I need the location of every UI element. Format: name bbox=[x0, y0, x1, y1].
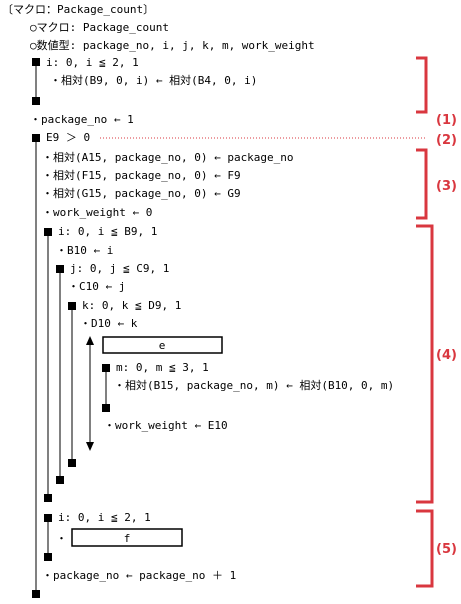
stmt-set-a15: ・相対(A15, package_no, 0) ← package_no bbox=[42, 150, 294, 164]
loop1-start-marker bbox=[32, 58, 40, 66]
bracket-1 bbox=[416, 56, 428, 114]
loop-j-condition: j: 0, j ≦ C9, 1 bbox=[70, 262, 169, 275]
stmt-set-f15: ・相対(F15, package_no, 0) ← F9 bbox=[42, 168, 241, 182]
loop5-end-marker bbox=[44, 553, 52, 561]
macro-title: 〔マクロ：Package_count〕 bbox=[2, 3, 154, 16]
blank-e-label: e bbox=[159, 339, 166, 352]
loop-m-condition: m: 0, m ≦ 3, 1 bbox=[116, 361, 209, 374]
loop-j-end-marker bbox=[56, 476, 64, 484]
bracket-5 bbox=[416, 509, 434, 588]
stmt-c10: ・C10 ← j bbox=[68, 280, 125, 293]
loop-m-end-marker bbox=[102, 404, 110, 412]
blank-f-label: f bbox=[124, 532, 131, 545]
label-1: (1) bbox=[436, 113, 457, 128]
bracket-3 bbox=[416, 148, 428, 220]
loop1-condition: i: 0, i ≦ 2, 1 bbox=[46, 56, 139, 69]
label-2: (2) bbox=[436, 133, 457, 148]
stmt-copy-b9: ・相対(B9, 0, i) ← 相対(B4, 0, i) bbox=[50, 73, 257, 87]
loop-m-start-marker bbox=[102, 364, 110, 372]
stmt-package-no-increment: ・package_no ← package_no ＋ 1 bbox=[42, 569, 236, 582]
loop5-start-marker bbox=[44, 514, 52, 522]
stmt-work-weight-init: ・work_weight ← 0 bbox=[42, 206, 152, 219]
loop-k-start-marker bbox=[68, 302, 76, 310]
stmt-b10: ・B10 ← i bbox=[56, 244, 113, 257]
loop-i-end-marker bbox=[44, 494, 52, 502]
blank-f-box bbox=[71, 528, 183, 547]
macro-name-line: ○マクロ: Package_count bbox=[30, 21, 169, 34]
bracket-4 bbox=[416, 224, 434, 504]
stmt-work-weight-e10: ・work_weight ← E10 bbox=[104, 419, 228, 432]
stmt-copy-b15: ・相対(B15, package_no, m) ← 相対(B10, 0, m) bbox=[114, 378, 394, 392]
selection-start-marker bbox=[32, 134, 40, 142]
loop-i-start-marker bbox=[44, 228, 52, 236]
loop1-end-marker bbox=[32, 97, 40, 105]
stmt-set-g15: ・相対(G15, package_no, 0) ← G9 bbox=[42, 186, 241, 200]
blank-e-box bbox=[102, 336, 223, 354]
arrow-down-head bbox=[86, 442, 94, 451]
stmt-package-no-init: ・package_no ← 1 bbox=[30, 113, 134, 126]
label-5: (5) bbox=[436, 542, 457, 557]
label-3: (3) bbox=[436, 179, 457, 194]
loop-i-condition: i: 0, i ≦ B9, 1 bbox=[58, 225, 157, 238]
selection-end-marker bbox=[32, 590, 40, 598]
loop5-condition: i: 0, i ≦ 2, 1 bbox=[58, 511, 151, 524]
loop-k-condition: k: 0, k ≦ D9, 1 bbox=[82, 299, 181, 312]
label-4: (4) bbox=[436, 348, 457, 363]
loop-k-end-marker bbox=[68, 459, 76, 467]
stmt-d10: ・D10 ← k bbox=[80, 317, 138, 330]
selection-condition: E9 ＞ 0 bbox=[46, 131, 90, 144]
loop-j-start-marker bbox=[56, 265, 64, 273]
variable-declaration-line: ○数値型: package_no, i, j, k, m, work_weigh… bbox=[30, 38, 315, 52]
stmt-blank-f-prefix: ・ bbox=[56, 532, 67, 545]
arrow-up-head bbox=[86, 336, 94, 345]
